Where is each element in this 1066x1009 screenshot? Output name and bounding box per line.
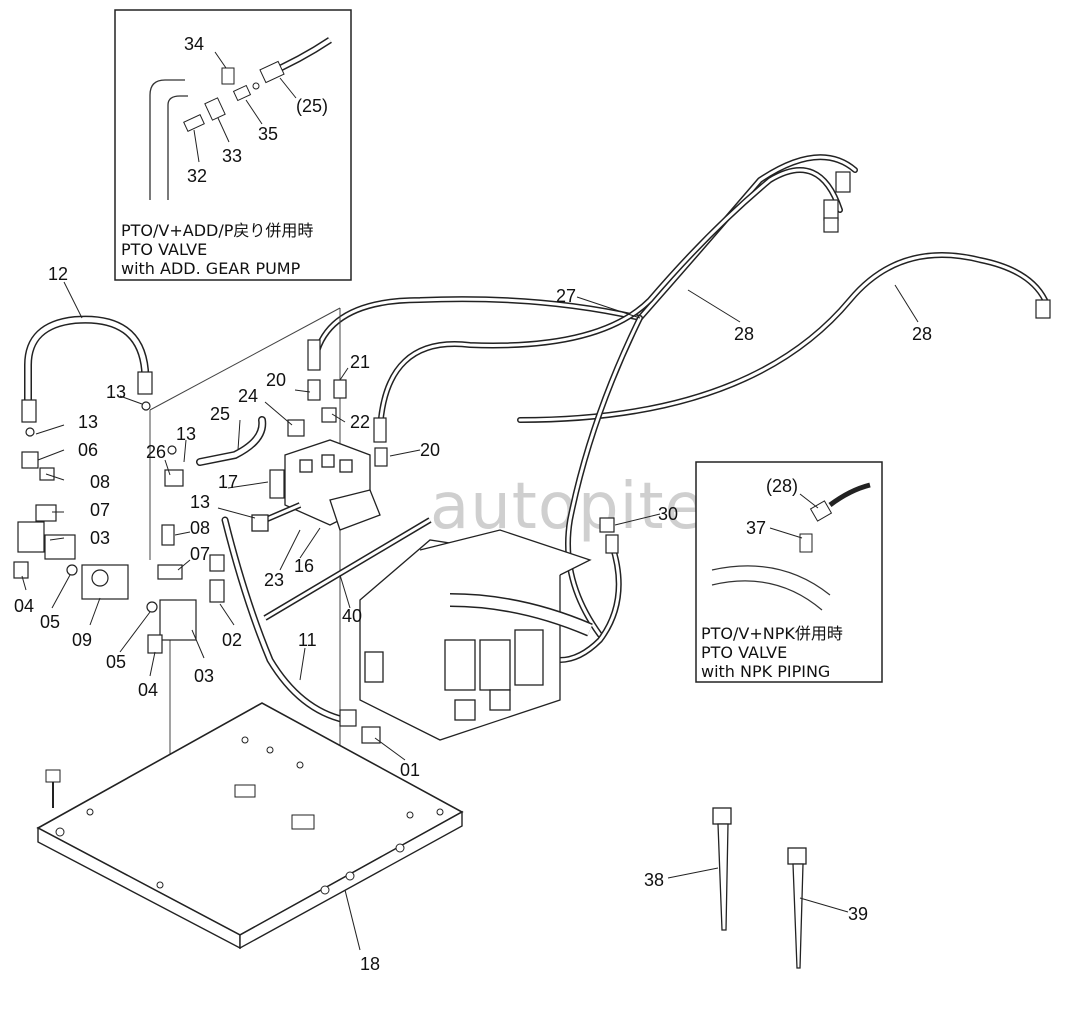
callout-13-c: 13 xyxy=(190,492,210,512)
callout-11: 11 xyxy=(298,630,317,650)
inset-right-line2: PTO VALVE xyxy=(701,643,787,662)
callout-40: 40 xyxy=(342,606,362,626)
callout-27: 27 xyxy=(556,286,576,306)
callout-07-a: 07 xyxy=(90,500,110,520)
callout-04-a: 04 xyxy=(14,596,34,616)
callout-13-b: 13 xyxy=(78,412,98,432)
callout-20-b: 20 xyxy=(420,440,440,460)
callout-12: 12 xyxy=(48,264,68,284)
callout-08-b: 08 xyxy=(190,518,210,538)
inset-top-line1: PTO/V+ADD/P戻り併用時 xyxy=(121,221,313,240)
callout-04-b: 04 xyxy=(138,680,158,700)
base-plate xyxy=(36,702,464,950)
inset-right-line3: with NPK PIPING xyxy=(701,662,830,681)
pto-valve-block xyxy=(251,439,381,532)
callout-32: 32 xyxy=(187,166,207,186)
callout-01: 01 xyxy=(400,760,420,780)
callout-28-ref: (28) xyxy=(766,476,798,496)
callout-18: 18 xyxy=(360,954,380,974)
fittings xyxy=(13,171,1051,744)
callout-22: 22 xyxy=(350,412,370,432)
callout-16: 16 xyxy=(294,556,314,576)
callouts: 12 13 13 06 08 07 03 04 05 09 05 04 03 0… xyxy=(14,264,932,974)
callout-17: 17 xyxy=(218,472,238,492)
leader-lines xyxy=(21,281,919,951)
callout-20-a: 20 xyxy=(266,370,286,390)
callout-25-ref: (25) xyxy=(296,96,328,116)
inset-right-line1: PTO/V+NPK併用時 xyxy=(701,624,843,643)
inset-top-line3: with ADD. GEAR PUMP xyxy=(121,259,301,278)
callout-02: 02 xyxy=(222,630,242,650)
callout-03-a: 03 xyxy=(90,528,110,548)
callout-28-b: 28 xyxy=(912,324,932,344)
inset-right: (28) 37 PTO/V+NPK併用時 PTO VALVE with NPK … xyxy=(695,461,883,683)
callout-35: 35 xyxy=(258,124,278,144)
callout-06: 06 xyxy=(78,440,98,460)
callout-03-b: 03 xyxy=(194,666,214,686)
callout-23: 23 xyxy=(264,570,284,590)
inset-top: 34 (25) 35 33 32 PTO/V+ADD/P戻り併用時 PTO VA… xyxy=(114,9,352,281)
callout-13-d: 13 xyxy=(176,424,196,444)
callout-28-a: 28 xyxy=(734,324,754,344)
callout-38: 38 xyxy=(644,870,664,890)
callout-34: 34 xyxy=(184,34,204,54)
cable-ties xyxy=(712,807,807,969)
hose-lines xyxy=(24,154,1048,724)
callout-05-a: 05 xyxy=(40,612,60,632)
callout-13-a: 13 xyxy=(106,382,126,402)
callout-21: 21 xyxy=(350,352,370,372)
callout-33: 33 xyxy=(222,146,242,166)
callout-30: 30 xyxy=(658,504,678,524)
callout-05-b: 05 xyxy=(106,652,126,672)
callout-39: 39 xyxy=(848,904,868,924)
callout-25: 25 xyxy=(210,404,230,424)
callout-24: 24 xyxy=(238,386,258,406)
callout-37: 37 xyxy=(746,518,766,538)
callout-26: 26 xyxy=(146,442,166,462)
inset-top-line2: PTO VALVE xyxy=(121,240,207,259)
callout-08-a: 08 xyxy=(90,472,110,492)
callout-09: 09 xyxy=(72,630,92,650)
callout-07-b: 07 xyxy=(190,544,210,564)
control-valve xyxy=(263,517,593,741)
